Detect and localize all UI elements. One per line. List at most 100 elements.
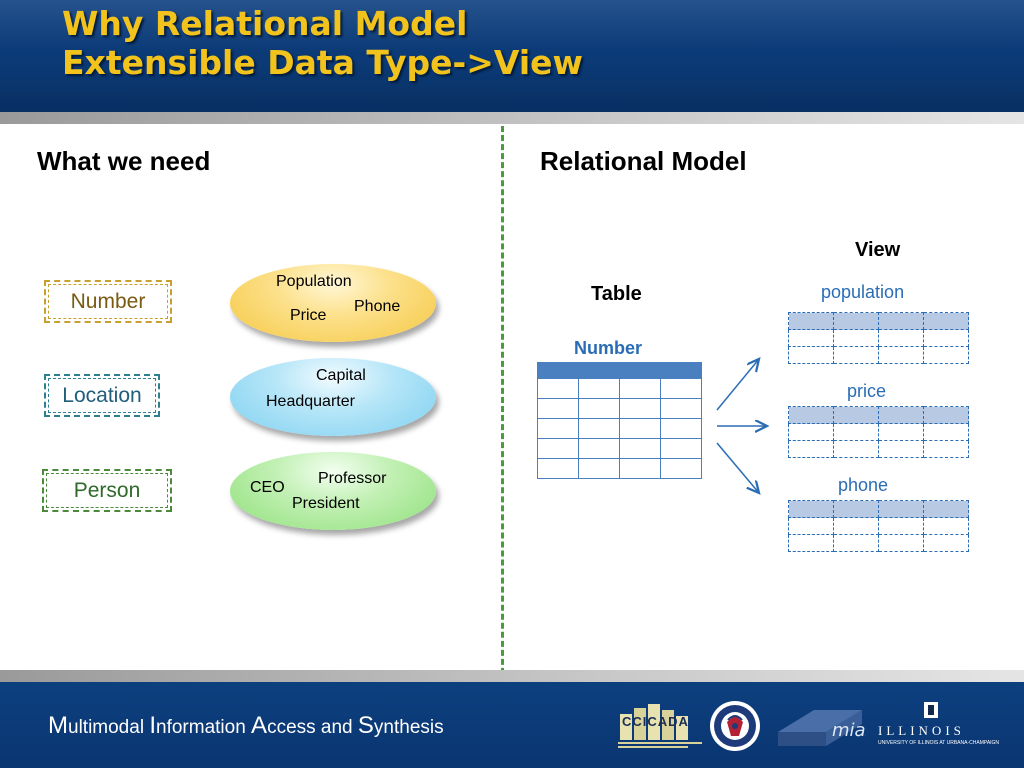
view-cell <box>788 440 834 458</box>
table-cell <box>619 378 661 399</box>
view-header-row <box>788 312 969 330</box>
illinois-logo: ILLINOIS UNIVERSITY OF ILLINOIS AT URBAN… <box>876 702 999 750</box>
view-cell <box>788 329 834 347</box>
view-cell <box>833 534 879 552</box>
table-cell <box>660 362 702 379</box>
table-cell <box>619 362 661 379</box>
view-name-phone: phone <box>838 475 889 495</box>
table-cell <box>537 438 579 459</box>
table-row <box>537 418 702 439</box>
view-label: View <box>855 239 901 261</box>
view-cell <box>878 517 924 535</box>
table-cell <box>578 362 620 379</box>
table-cell <box>660 418 702 439</box>
view-cell <box>878 423 924 441</box>
person-terms-ellipse <box>230 452 436 530</box>
view-arrows <box>716 345 780 505</box>
view-header-row <box>788 500 969 518</box>
number-table <box>537 362 702 479</box>
mias-logo: mias <box>774 702 875 750</box>
view-cell <box>923 517 969 535</box>
view-cell <box>788 312 834 330</box>
term-phone: Phone <box>354 298 401 315</box>
view-row <box>788 517 969 535</box>
term-ceo: CEO <box>250 479 285 496</box>
column-divider <box>501 126 504 692</box>
term-president: President <box>292 495 360 512</box>
view-cell <box>788 406 834 424</box>
view-row <box>788 329 969 347</box>
header-bar <box>0 0 1024 112</box>
view-cell <box>833 423 879 441</box>
term-headquarter: Headquarter <box>266 393 355 410</box>
type-box-location: Location <box>44 374 160 417</box>
view-name-price: price <box>847 381 887 401</box>
population-view-table <box>788 312 969 364</box>
top-gray-band <box>0 112 1024 124</box>
view-cell <box>788 517 834 535</box>
view-cell <box>878 440 924 458</box>
table-row <box>537 438 702 459</box>
arrow-to-population-view <box>716 359 759 411</box>
illinois-subtext: UNIVERSITY OF ILLINOIS AT URBANA-CHAMPAI… <box>878 740 1000 746</box>
number-terms-ellipse <box>230 264 436 342</box>
view-cell <box>923 406 969 424</box>
table-cell <box>537 378 579 399</box>
view-cell <box>833 346 879 364</box>
view-cell <box>923 440 969 458</box>
view-cell <box>923 500 969 518</box>
table-cell <box>537 362 579 379</box>
table-cell <box>619 458 661 479</box>
mias-logo-graphic: mias <box>778 710 875 746</box>
svg-text:mias: mias <box>832 720 866 741</box>
view-cell <box>788 346 834 364</box>
view-header-row <box>788 406 969 424</box>
illinois-wordmark: ILLINOIS <box>878 723 965 738</box>
view-row <box>788 440 969 458</box>
view-row <box>788 423 969 441</box>
table-cell <box>537 418 579 439</box>
view-cell <box>833 329 879 347</box>
view-name-population: population <box>821 282 905 302</box>
view-cell <box>923 346 969 364</box>
term-price: Price <box>290 307 327 324</box>
title-line-1: Why Relational Model <box>62 4 468 43</box>
phone-view-table <box>788 500 969 552</box>
type-label-location: Location <box>62 383 142 407</box>
view-cell <box>923 329 969 347</box>
type-box-number: Number <box>44 280 172 323</box>
footer-cap-s: S <box>357 712 374 739</box>
view-row <box>788 346 969 364</box>
view-cell <box>833 406 879 424</box>
view-row <box>788 534 969 552</box>
term-capital: Capital <box>316 367 366 384</box>
dhs-seal-graphic <box>710 701 760 751</box>
footer-cap-i: I <box>149 712 156 739</box>
bottom-gray-band <box>0 670 1024 682</box>
type-box-person: Person <box>42 469 172 512</box>
table-cell <box>578 418 620 439</box>
illinois-i-mark <box>924 702 938 718</box>
ccicada-logo-graphic <box>618 704 702 748</box>
footer-title: Multimodal Information Access and Synthe… <box>48 712 444 740</box>
table-row <box>537 398 702 419</box>
view-cell <box>788 423 834 441</box>
dhs-seal <box>709 700 761 752</box>
table-cell <box>660 438 702 459</box>
price-view-table <box>788 406 969 458</box>
term-population: Population <box>276 273 352 290</box>
table-name-number: Number <box>574 338 643 358</box>
arrow-to-phone-view <box>716 442 759 493</box>
table-cell <box>578 438 620 459</box>
view-cell <box>833 500 879 518</box>
table-cell <box>619 438 661 459</box>
slide-title: Why Relational Model Extensible Data Typ… <box>62 4 583 82</box>
table-cell <box>578 458 620 479</box>
type-label-number: Number <box>70 289 146 313</box>
table-cell <box>537 398 579 419</box>
table-cell <box>619 398 661 419</box>
table-cell <box>619 418 661 439</box>
location-terms-ellipse <box>230 358 436 436</box>
view-cell <box>878 500 924 518</box>
